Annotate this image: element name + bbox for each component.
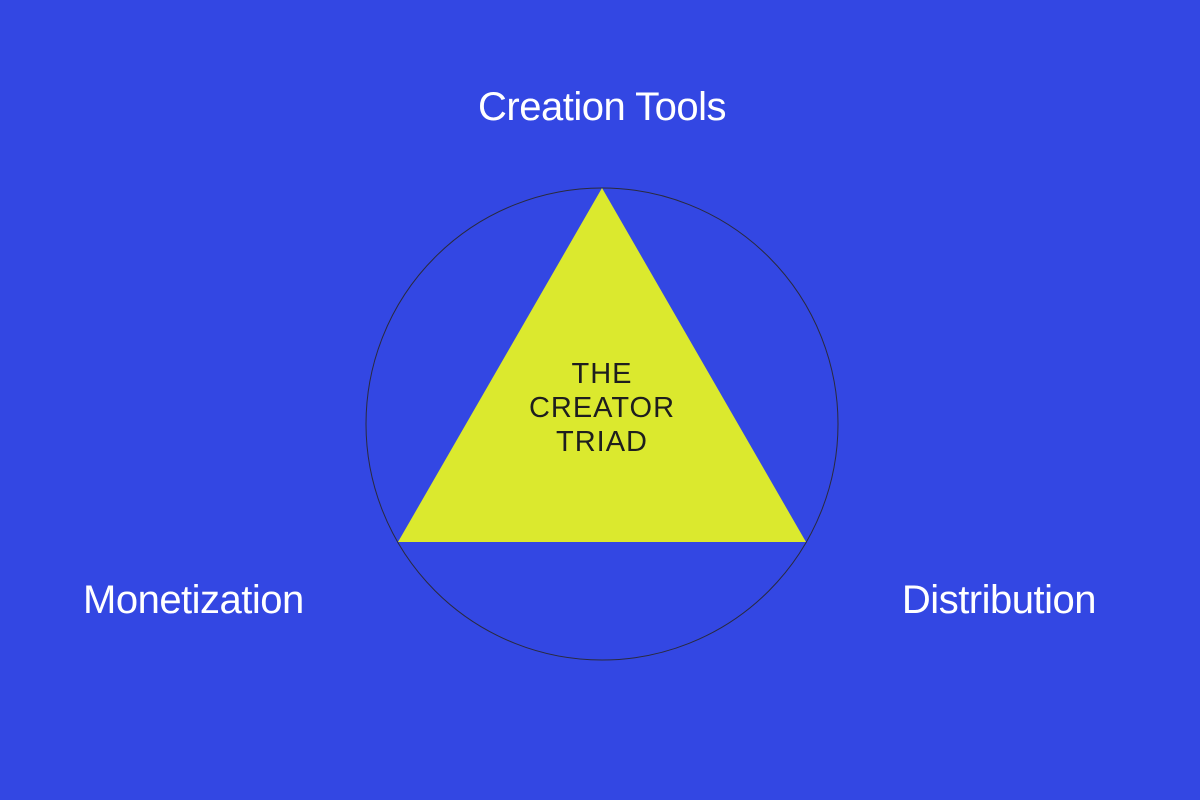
label-distribution: Distribution	[901, 578, 1097, 622]
triad-triangle	[398, 188, 806, 542]
triad-title-line3: TRIAD	[555, 426, 648, 458]
triad-title: THE CREATOR TRIAD	[529, 357, 675, 459]
label-creation-tools: Creation Tools	[478, 85, 726, 129]
label-monetization: Monetization	[83, 578, 304, 622]
triad-title-line2: CREATOR	[528, 392, 676, 424]
triad-title-line1: THE	[571, 358, 633, 390]
